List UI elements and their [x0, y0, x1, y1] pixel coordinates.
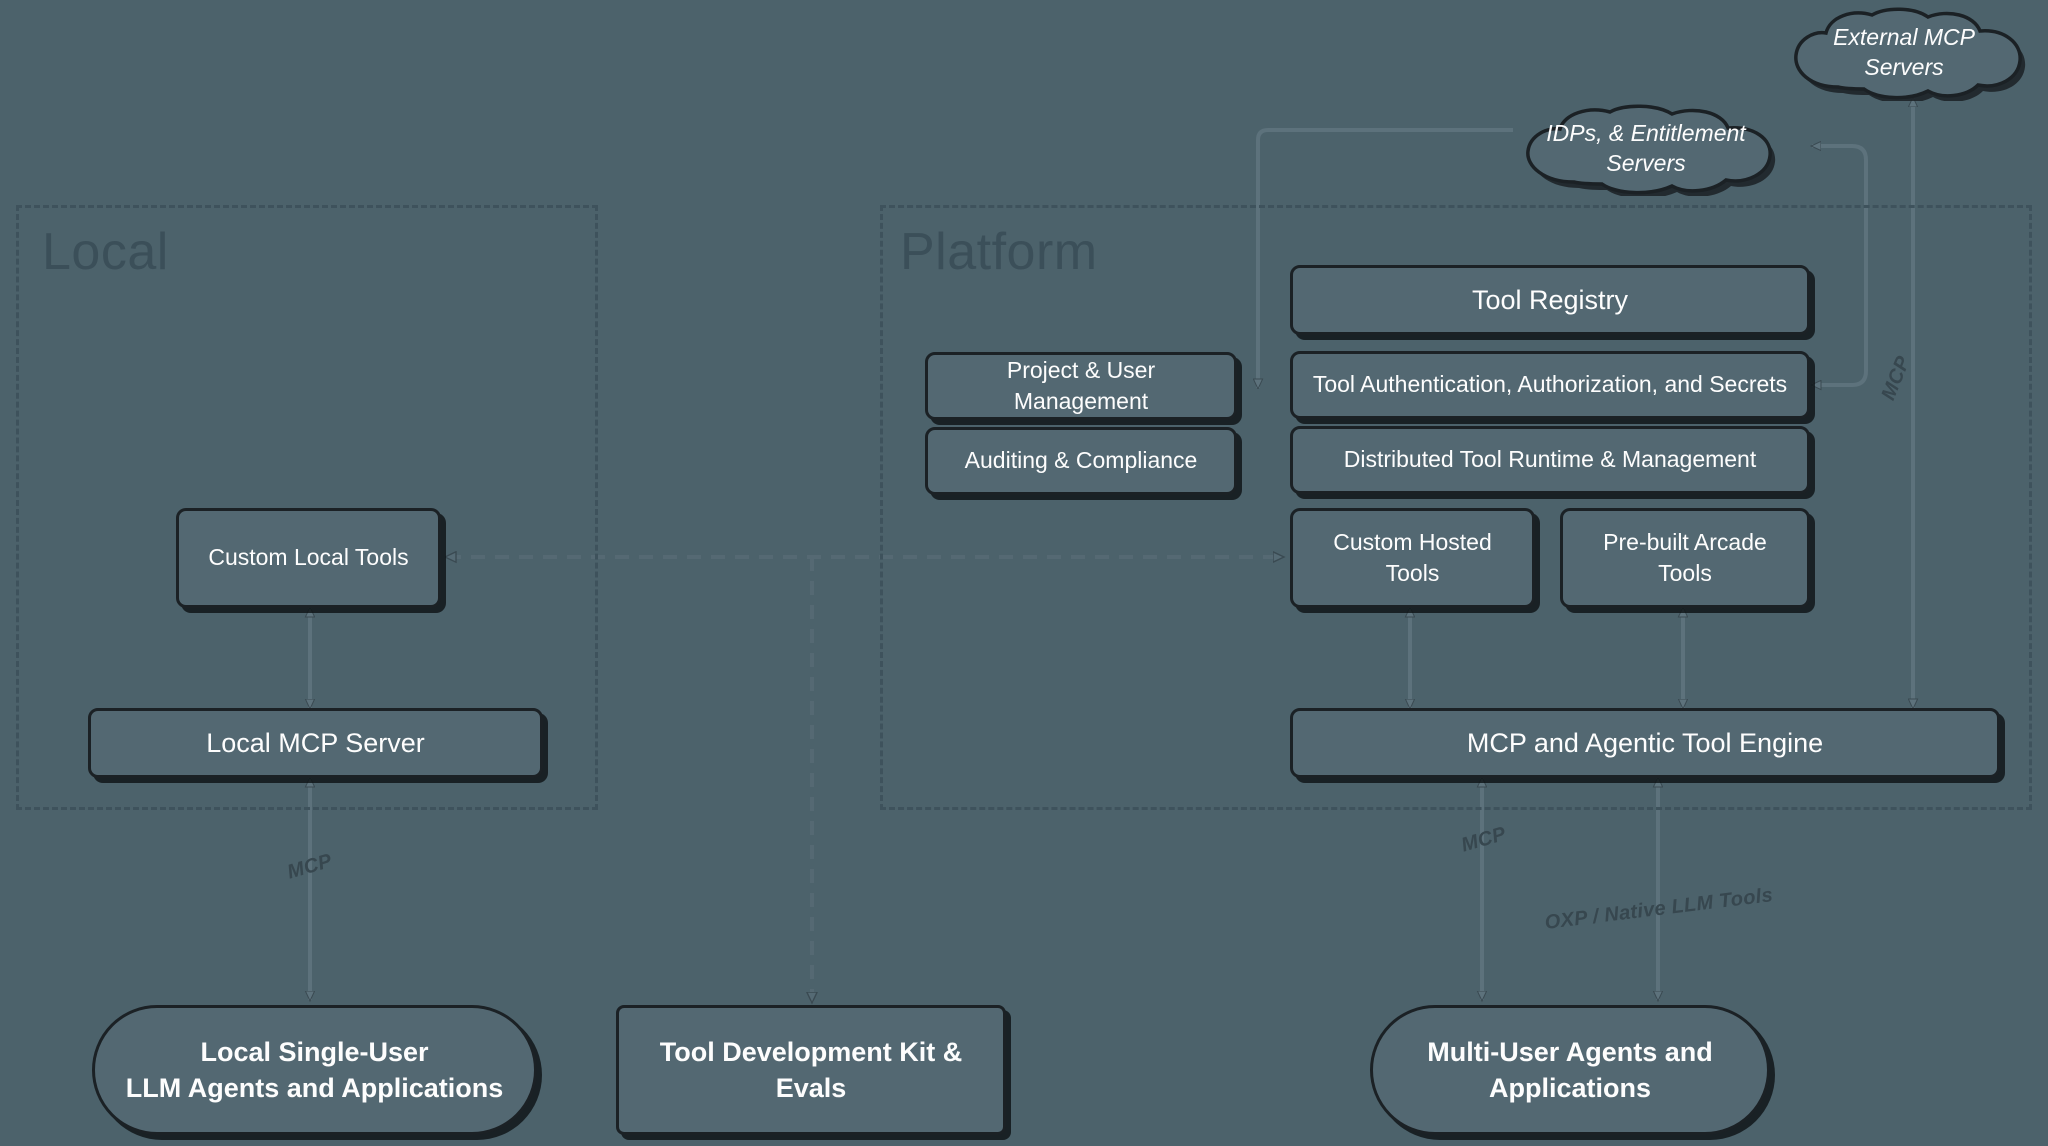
cloud-idps-line2: Servers: [1606, 150, 1686, 176]
node-local-mcp-server[interactable]: Local MCP Server: [88, 708, 543, 778]
node-mcp-agentic-tool-engine[interactable]: MCP and Agentic Tool Engine: [1290, 708, 2000, 778]
node-custom-hosted-tools[interactable]: Custom Hosted Tools: [1290, 508, 1535, 608]
cloud-idps-entitlement[interactable]: IDPs, & Entitlement Servers: [1510, 102, 1782, 196]
node-prebuilt-arcade-tools[interactable]: Pre-built Arcade Tools: [1560, 508, 1810, 608]
node-local-agents-line2: LLM Agents and Applications: [125, 1073, 504, 1103]
node-local-agents-text: Local Single-User LLM Agents and Applica…: [126, 1034, 504, 1107]
node-custom-local-tools[interactable]: Custom Local Tools: [176, 508, 441, 608]
node-local-single-user-agents[interactable]: Local Single-User LLM Agents and Applica…: [92, 1005, 537, 1135]
node-project-user-management[interactable]: Project & User Management: [925, 352, 1237, 420]
node-tool-authentication[interactable]: Tool Authentication, Authorization, and …: [1290, 351, 1810, 419]
node-multi-user-line2: Applications: [1488, 1073, 1651, 1103]
edge-label-oxp-native: OXP / Native LLM Tools: [1543, 884, 1775, 934]
node-auditing-compliance[interactable]: Auditing & Compliance: [925, 427, 1237, 495]
cloud-idps-label: IDPs, & Entitlement Servers: [1528, 119, 1763, 179]
node-tool-development-kit[interactable]: Tool Development Kit & Evals: [616, 1005, 1006, 1135]
cloud-idps-line1: IDPs, & Entitlement: [1546, 120, 1746, 147]
node-multi-user-line1: Multi-User Agents and: [1427, 1036, 1713, 1067]
node-multi-user-text: Multi-User Agents and Applications: [1427, 1034, 1713, 1107]
node-local-agents-line1: Local Single-User: [200, 1036, 429, 1067]
node-multi-user-agents[interactable]: Multi-User Agents and Applications: [1370, 1005, 1770, 1135]
edge-label-mcp-platform: MCP: [1458, 822, 1509, 857]
edge-label-mcp-local: MCP: [284, 849, 335, 884]
group-platform: [880, 205, 2032, 810]
node-distributed-tool-runtime[interactable]: Distributed Tool Runtime & Management: [1290, 426, 1810, 494]
group-platform-title: Platform: [900, 223, 1098, 281]
group-local: [16, 205, 598, 810]
cloud-external-mcp-label: External MCP Servers: [1833, 24, 1975, 80]
group-local-title: Local: [42, 223, 169, 281]
node-tool-registry[interactable]: Tool Registry: [1290, 265, 1810, 335]
cloud-external-mcp-servers[interactable]: External MCP Servers: [1778, 5, 2030, 101]
